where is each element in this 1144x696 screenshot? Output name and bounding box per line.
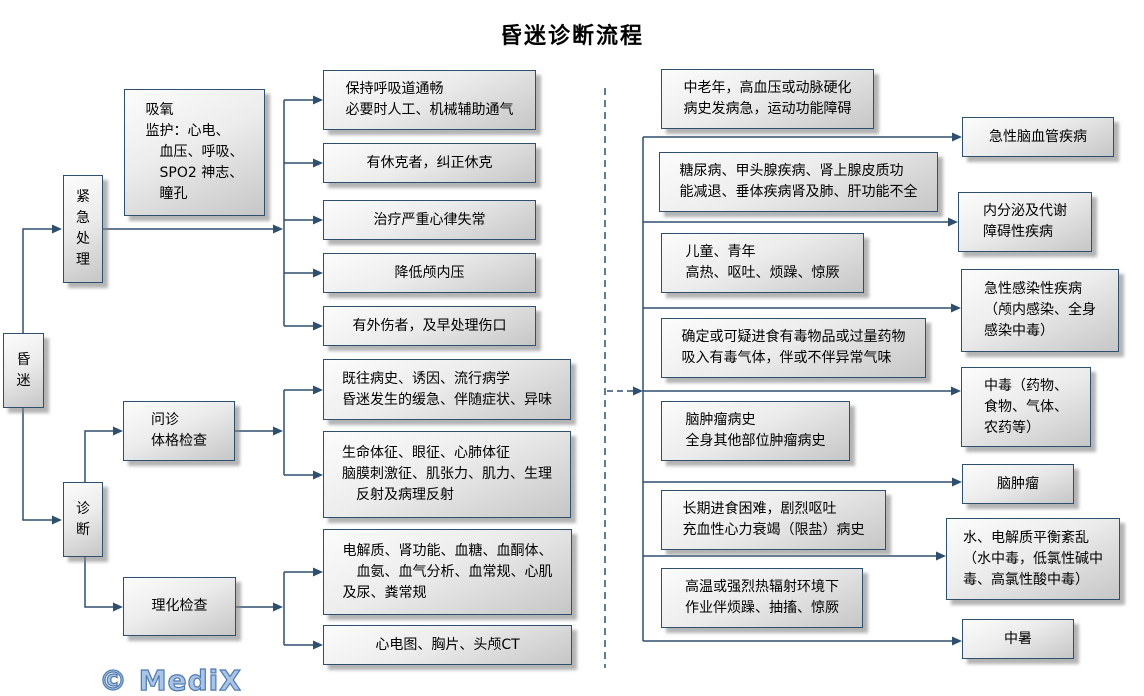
- node-wound: 有外伤者，及早处理伤口: [323, 306, 536, 346]
- arrow-coma-diagnosis: [22, 408, 62, 525]
- node-airway: 保持呼吸道通畅 必要时人工、机械辅助通气: [323, 70, 536, 130]
- node-coma: 昏 迷: [3, 333, 44, 408]
- node-cond-heat: 高温或强烈热辐射环境下 作业伴烦躁、抽搐、惊厥: [661, 568, 863, 628]
- arrow-diagnosis-labexam: [84, 557, 123, 612]
- node-dx-electrolyte: 水、电解质平衡紊乱 （水中毒，低氯性碱中 毒、高氯性酸中毒）: [946, 518, 1120, 600]
- node-cond-cerebro: 中老年，高血压或动脉硬化 病史发病急，运动功能障碍: [661, 69, 874, 129]
- node-cond-electrolyte: 长期进食困难，剧烈呕吐 充血性心力衰竭（限盐）病史: [661, 490, 886, 550]
- node-dx-infection: 急性感染性疾病 （颅内感染、全身 感染中毒）: [961, 269, 1119, 352]
- node-cond-poison: 确定或可疑进食有毒物品或过量药物 吸入有毒气体，伴或不伴异常气味: [661, 318, 926, 378]
- node-dx-endocrine: 内分泌及代谢 障碍性疾病: [958, 192, 1092, 252]
- node-dx-cerebro: 急性脑血管疾病: [962, 117, 1114, 157]
- arrow-coma-emergency: [22, 224, 62, 333]
- node-lab-exam: 理化检查: [123, 577, 236, 636]
- node-dx-poison: 中毒（药物、 食物、气体、 农药等）: [961, 367, 1091, 447]
- node-diagnosis: 诊 断: [63, 482, 103, 557]
- node-emergency-treatment: 紧 急 处 理: [63, 175, 103, 283]
- node-dx-tumor: 脑肿瘤: [962, 464, 1074, 504]
- node-inquiry-exam: 问诊 体格检查: [123, 401, 235, 461]
- medix-watermark: © MediX: [98, 663, 242, 696]
- node-icp: 降低颅内压: [323, 253, 536, 293]
- node-shock: 有休克者，纠正休克: [323, 143, 536, 183]
- node-cond-endocrine: 糖尿病、甲头腺疾病、肾上腺皮质功 能减退、垂体疾病肾及肺、肝功能不全: [659, 152, 938, 212]
- node-vitals: 生命体征、眼征、心肺体征 脑膜刺激征、肌张力、肌力、生理 反射及病理反射: [323, 431, 571, 518]
- arrow-diagnosis-inquiry: [84, 426, 123, 482]
- node-dx-heat: 中暑: [962, 619, 1074, 659]
- node-cond-tumor: 脑肿瘤病史 全身其他部位肿瘤病史: [661, 401, 850, 461]
- node-imaging: 心电图、胸片、头颅CT: [323, 625, 572, 665]
- node-history: 既往病史、诱因、流行病学 昏迷发生的缓急、伴随症状、异味: [323, 359, 571, 420]
- node-oxygen-monitor: 吸氧 监护：心电、 血压、呼吸、 SPO2 神志、 瞳孔: [124, 89, 265, 216]
- page-title: 昏迷诊断流程: [499, 23, 644, 49]
- node-labs: 电解质、肾功能、血糖、血酮体、 血氨、血气分析、血常规、心肌 及尿、粪常规: [323, 529, 572, 615]
- node-arrhythmia: 治疗严重心律失常: [323, 200, 536, 240]
- node-cond-infection: 儿童、青年 高热、呕吐、烦躁、惊厥: [661, 233, 864, 293]
